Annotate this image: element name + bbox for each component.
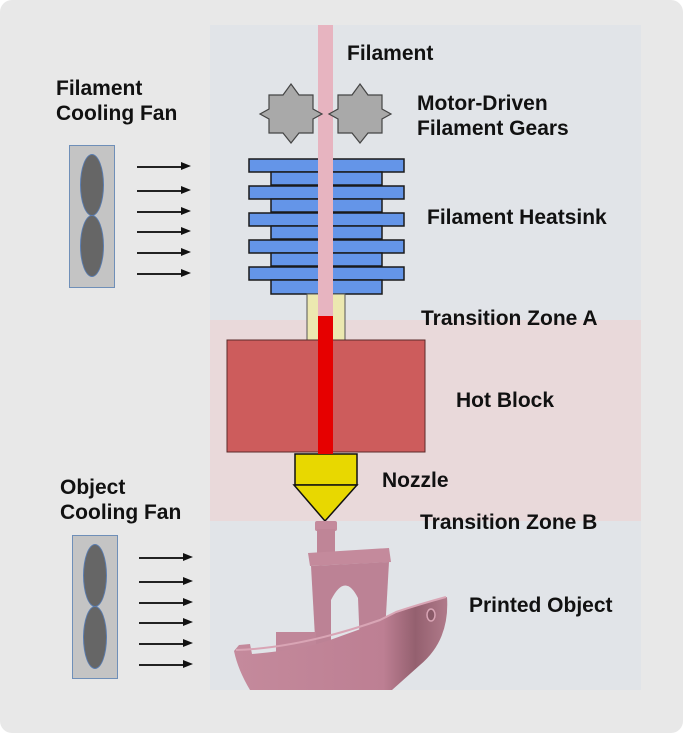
fan-blade <box>80 215 104 277</box>
filament-strand <box>318 25 333 317</box>
fan-blade <box>80 154 104 216</box>
airflow-arrow <box>137 270 191 276</box>
object-fan-label-line1: Object <box>60 476 126 499</box>
boat-icon <box>234 521 448 690</box>
filament-fan-label-line2: Cooling Fan <box>56 102 178 125</box>
melted-filament <box>318 316 333 454</box>
airflow-arrow <box>139 619 193 625</box>
airflow-arrow <box>139 661 193 667</box>
airflow-arrow <box>139 640 193 646</box>
airflow-arrow <box>137 228 191 234</box>
fan-blade <box>83 544 107 607</box>
airflow-arrow <box>137 249 191 255</box>
transition-zone-b-label: Transition Zone B <box>420 511 598 534</box>
heatsink-label: Filament Heatsink <box>427 206 607 229</box>
airflow-arrow <box>139 578 193 584</box>
fan-blade <box>83 606 107 669</box>
gear-icon <box>258 82 324 144</box>
object-fan-label-line2: Cooling Fan <box>60 501 182 524</box>
airflow-arrow <box>137 208 191 214</box>
printed-object-label: Printed Object <box>469 594 613 617</box>
airflow-arrow <box>137 163 191 169</box>
nozzle-icon <box>292 453 359 523</box>
filament-label: Filament <box>347 42 434 65</box>
gear-icon <box>327 82 393 144</box>
airflow-arrow <box>139 599 193 605</box>
transition-zone-a-label: Transition Zone A <box>421 307 598 330</box>
gears-label-line1: Motor-Driven <box>417 92 548 115</box>
gears-label-line2: Filament Gears <box>417 117 569 140</box>
hot-block-label: Hot Block <box>456 389 555 412</box>
airflow-arrow <box>137 187 191 193</box>
nozzle-label: Nozzle <box>382 469 449 492</box>
filament-fan-label-line1: Filament <box>56 77 143 100</box>
airflow-arrow <box>139 554 193 560</box>
filament-fan-icon <box>69 145 115 288</box>
object-fan-icon <box>72 535 118 679</box>
